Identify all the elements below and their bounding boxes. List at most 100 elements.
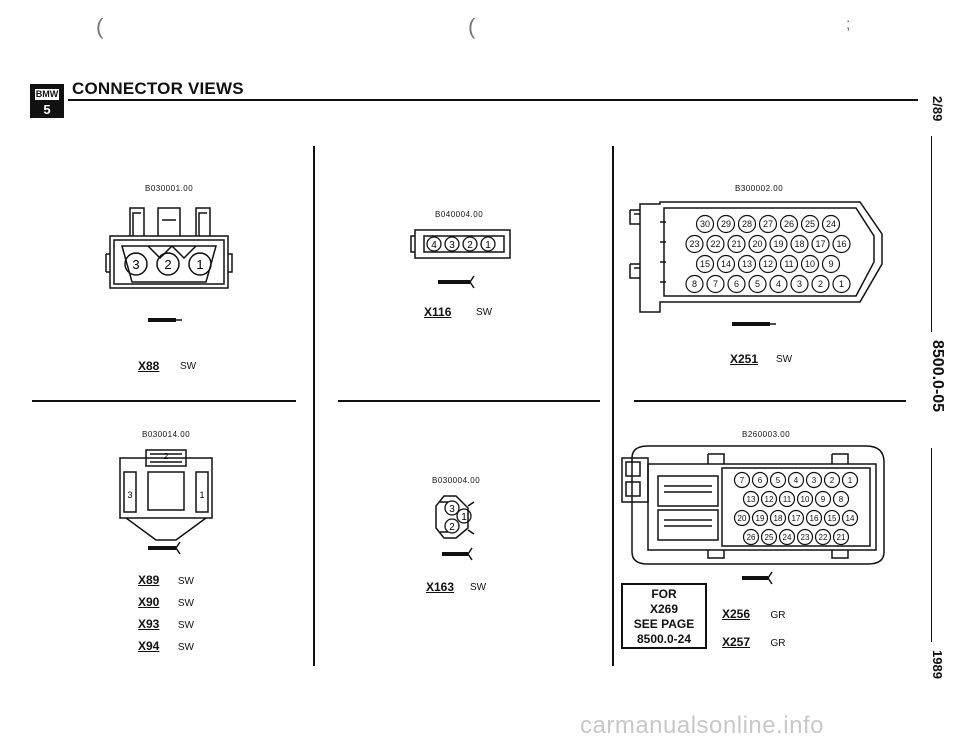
pin-label: 11: [784, 259, 793, 269]
pin-label: 17: [815, 239, 825, 249]
pin-label: 6: [758, 476, 763, 485]
connector-label: X256: [722, 607, 751, 621]
pin-socket: [832, 274, 851, 294]
pin-socket: [800, 254, 820, 274]
pin-label: 1: [461, 512, 467, 523]
pin-socket: [769, 509, 787, 527]
pin-socket: [811, 274, 830, 294]
connector-code: B030001.00: [145, 184, 194, 193]
label-row: X90 SW: [138, 593, 194, 615]
wire-color: SW: [177, 642, 194, 653]
pin-label: 8: [839, 495, 844, 504]
pin-label: 5: [776, 476, 781, 485]
pin-label: 2: [449, 522, 455, 533]
pin-label: 22: [819, 533, 828, 542]
pin-socket: [727, 234, 746, 254]
pin-socket: [751, 509, 769, 527]
pin-socket: [814, 490, 832, 508]
connector-x88-diagram: 3 2 1: [105, 207, 233, 322]
pin-socket: [841, 471, 859, 489]
label-row: X257 GR: [722, 633, 785, 661]
pin-socket: [832, 234, 851, 254]
pin-label: 3: [449, 240, 455, 251]
pin-socket: [751, 471, 769, 489]
pin-label: 1: [839, 279, 844, 289]
connector-label: X257: [722, 635, 751, 649]
pin-socket: [800, 214, 820, 234]
bmw-logo: BMW 5: [30, 84, 64, 118]
pin-label: 4: [776, 279, 781, 289]
pin-label: 2: [818, 279, 823, 289]
pin-label: 2: [830, 476, 835, 485]
pin-label: 1: [848, 476, 853, 485]
wire-color: SW: [470, 582, 487, 593]
pin-label: 11: [783, 495, 792, 504]
wire-color: SW: [177, 598, 194, 609]
pin-label: 25: [805, 219, 815, 229]
mark-right: ;: [846, 16, 851, 33]
wire-color: SW: [177, 576, 194, 587]
pin-socket: [706, 234, 725, 254]
label-row: X93 SW: [138, 615, 194, 637]
pin-label: 8: [692, 279, 697, 289]
pin-socket: [769, 471, 787, 489]
side-date: 2/89: [930, 96, 945, 122]
pin-label: 30: [700, 219, 710, 229]
connector-code: B030014.00: [142, 430, 191, 439]
divider-vertical-1: [313, 146, 315, 666]
pin-label: 21: [731, 239, 741, 249]
pin-label: 2: [164, 257, 171, 272]
pin-label: 10: [805, 259, 815, 269]
pin-label: 19: [773, 239, 783, 249]
pin-label: 18: [794, 239, 804, 249]
pin-socket: [823, 471, 841, 489]
pin-socket: [733, 471, 751, 489]
pin-label: 24: [826, 219, 836, 229]
pin-socket: [737, 254, 757, 274]
side-rule-1: [931, 136, 932, 332]
divider-horizontal-3: [634, 400, 906, 402]
divider-horizontal-1: [32, 400, 296, 402]
pin-socket: [695, 254, 715, 274]
reference-note-box: FOR X269 SEE PAGE 8500.0-24: [621, 583, 707, 649]
pin-socket: [760, 528, 778, 546]
pin-label: 12: [765, 495, 774, 504]
pin-socket: [778, 528, 796, 546]
pin-label: 14: [846, 514, 855, 523]
pin-socket: [805, 509, 823, 527]
pin-label: 3: [127, 490, 132, 500]
pin-label: 26: [784, 219, 794, 229]
wire-color: SW: [180, 361, 197, 372]
note-line: SEE PAGE: [633, 617, 695, 631]
connector-label: X88: [138, 359, 160, 373]
label-list: X256 GR X257 GR: [722, 605, 785, 661]
pin-label: 6: [734, 279, 739, 289]
pin-socket: [737, 214, 757, 234]
connector-code: B030004.00: [432, 476, 481, 485]
pin-socket: [760, 490, 778, 508]
side-rule-2: [931, 448, 932, 642]
divider-vertical-2: [612, 146, 614, 666]
pin-socket: [814, 528, 832, 546]
pin-label: 20: [738, 514, 747, 523]
pin-label: 24: [783, 533, 792, 542]
pin-label: 5: [755, 279, 760, 289]
pin-label: 16: [810, 514, 819, 523]
pin-label: 15: [700, 259, 710, 269]
pin-label: 15: [828, 514, 837, 523]
pin-socket: [727, 274, 746, 294]
pin-label: 21: [837, 533, 846, 542]
mark-center: (: [468, 14, 476, 39]
connector-code: B260003.00: [742, 430, 791, 439]
mark-left: (: [96, 14, 104, 39]
pin-socket: [716, 214, 736, 234]
connector-label: X251: [730, 352, 759, 366]
pin-socket: [796, 490, 814, 508]
pin-label: 29: [721, 219, 731, 229]
pin-socket: [685, 274, 704, 294]
wire-color: SW: [177, 620, 194, 631]
pin-label: 9: [821, 495, 826, 504]
connector-x163-diagram: 3 1 2: [435, 495, 475, 561]
